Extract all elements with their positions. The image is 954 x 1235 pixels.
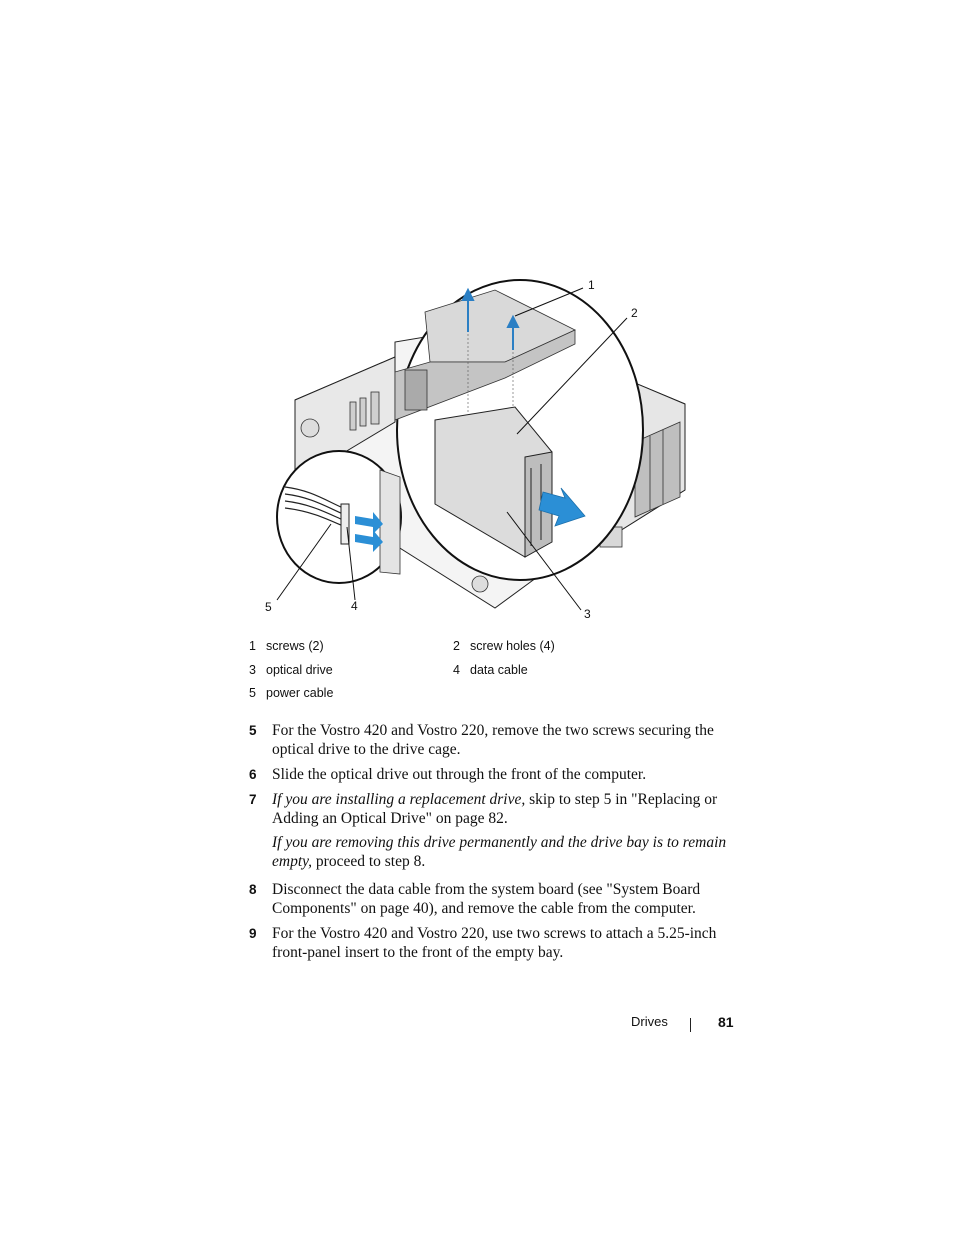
legend-number: 3 <box>249 663 256 677</box>
legend-item: 3 optical drive <box>249 663 333 677</box>
footer-divider <box>690 1018 691 1032</box>
callout-4: 4 <box>351 599 358 613</box>
step-text: If you are installing a replacement driv… <box>272 790 732 828</box>
legend-number: 5 <box>249 686 256 700</box>
step-instruction: proceed to step 8. <box>312 853 426 870</box>
step-number: 5 <box>249 723 257 738</box>
computer-chassis-drawing <box>276 279 686 611</box>
legend-label: screw holes (4) <box>470 639 555 653</box>
drive-removal-illustration: 1 2 3 4 5 <box>255 272 700 632</box>
legend-number: 1 <box>249 639 256 653</box>
step-text: For the Vostro 420 and Vostro 220, use t… <box>272 925 717 961</box>
callout-5: 5 <box>265 600 272 614</box>
step-text: For the Vostro 420 and Vostro 220, remov… <box>272 722 714 758</box>
step-text: Slide the optical drive out through the … <box>272 766 647 783</box>
footer-section: Drives <box>631 1014 668 1029</box>
legend-item: 4 data cable <box>453 663 528 677</box>
legend-number: 2 <box>453 639 460 653</box>
step-number: 6 <box>249 767 257 782</box>
legend-item: 1 screws (2) <box>249 639 324 653</box>
legend-label: screws (2) <box>266 639 324 653</box>
legend-item: 5 power cable <box>249 686 333 700</box>
step-number: 7 <box>249 792 257 807</box>
step-condition: If you are installing a replacement driv… <box>272 791 526 808</box>
legend-label: data cable <box>470 663 528 677</box>
callout-3: 3 <box>584 607 591 621</box>
step-condition: If you are removing this drive permanent… <box>272 834 727 870</box>
callout-2: 2 <box>631 306 638 320</box>
legend-item: 2 screw holes (4) <box>453 639 555 653</box>
legend-label: power cable <box>266 686 334 700</box>
step-instruction: skip to step 5 in "Replacing or Adding a… <box>272 791 718 827</box>
step-number: 8 <box>249 882 257 897</box>
step-7-note: If you are removing this drive permanent… <box>272 833 732 871</box>
legend-number: 4 <box>453 663 460 677</box>
page-number: 81 <box>718 1014 734 1030</box>
step-number: 9 <box>249 926 257 941</box>
legend-label: optical drive <box>266 663 333 677</box>
callout-1: 1 <box>588 278 595 292</box>
step-text: Disconnect the data cable from the syste… <box>272 881 701 917</box>
